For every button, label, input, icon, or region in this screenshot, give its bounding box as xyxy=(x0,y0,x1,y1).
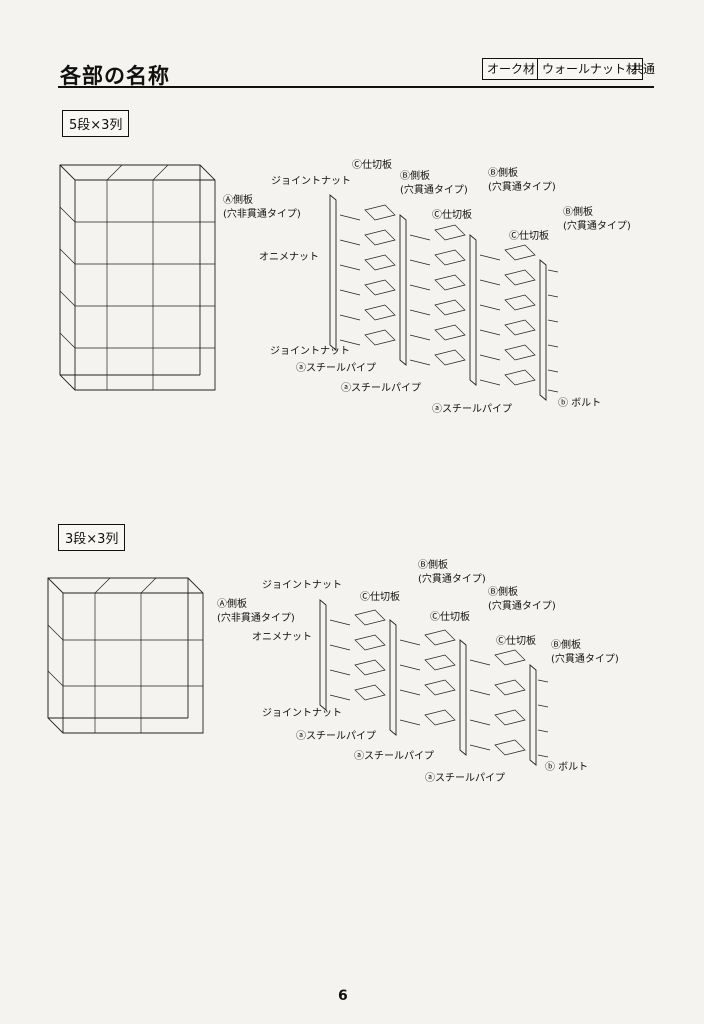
exploded-shelf-3x3-illustration xyxy=(319,599,549,766)
label-side-b3-sub-3x3: (穴貫通タイプ) xyxy=(551,654,619,665)
label-side-b2-sub-3x3: (穴貫通タイプ) xyxy=(488,601,556,612)
label-partition-c2: Ⓒ仕切板 xyxy=(432,210,472,221)
label-side-b2: Ⓑ側板 xyxy=(488,168,518,179)
label-partition-c3: Ⓒ仕切板 xyxy=(509,231,549,242)
label-side-b2-sub: (穴貫通タイプ) xyxy=(488,182,556,193)
label-side-b1-3x3: Ⓑ側板 xyxy=(418,560,448,571)
label-joint-nut-bottom-3x3: ジョイントナット xyxy=(262,708,342,719)
label-side-b1-sub-3x3: (穴貫通タイプ) xyxy=(418,574,486,585)
label-steel-pipe-2-3x3: ⓐスチールパイプ xyxy=(354,751,434,762)
label-partition-c3-3x3: Ⓒ仕切板 xyxy=(496,636,536,647)
material-common-note: 共通 xyxy=(631,62,656,76)
label-steel-pipe-2: ⓐスチールパイプ xyxy=(341,383,421,394)
assembled-shelf-5x3-illustration xyxy=(59,164,216,391)
label-side-a-sub-3x3: (穴非貫通タイプ) xyxy=(217,613,295,624)
label-partition-c1: Ⓒ仕切板 xyxy=(352,160,392,171)
title-rule xyxy=(58,86,654,88)
label-side-a: Ⓐ側板 xyxy=(223,195,253,206)
label-onime-nut: オニメナット xyxy=(259,252,319,263)
label-side-b3: Ⓑ側板 xyxy=(563,207,593,218)
label-steel-pipe-1-3x3: ⓐスチールパイプ xyxy=(296,731,376,742)
label-joint-nut-bottom: ジョイントナット xyxy=(270,346,350,357)
label-joint-nut-top: ジョイントナット xyxy=(271,176,351,187)
label-side-b3-3x3: Ⓑ側板 xyxy=(551,640,581,651)
label-joint-nut-top-3x3: ジョイントナット xyxy=(262,580,342,591)
label-steel-pipe-3: ⓐスチールパイプ xyxy=(432,404,512,415)
material-tag-walnut: ウォールナット材 xyxy=(537,58,644,80)
label-bolt: ⓑ ボルト xyxy=(558,398,602,409)
section-heading-3x3: 3段×3列 xyxy=(58,524,126,551)
material-tag-oak: オーク材 xyxy=(482,58,541,80)
label-partition-c1-3x3: Ⓒ仕切板 xyxy=(360,592,400,603)
label-side-b1-sub: (穴貫通タイプ) xyxy=(400,185,468,196)
label-steel-pipe-1: ⓐスチールパイプ xyxy=(296,363,376,374)
label-side-b1: Ⓑ側板 xyxy=(400,171,430,182)
label-bolt-3x3: ⓑ ボルト xyxy=(545,762,589,773)
assembled-shelf-3x3-illustration xyxy=(47,577,204,734)
section-heading-5x3: 5段×3列 xyxy=(62,110,130,137)
label-side-a-3x3: Ⓐ側板 xyxy=(217,599,247,610)
label-side-b3-sub: (穴貫通タイプ) xyxy=(563,221,631,232)
page-number: 6 xyxy=(338,988,348,1004)
page-title: 各部の名称 xyxy=(60,64,170,88)
label-side-b2-3x3: Ⓑ側板 xyxy=(488,587,518,598)
label-steel-pipe-3-3x3: ⓐスチールパイプ xyxy=(425,773,505,784)
label-onime-nut-3x3: オニメナット xyxy=(252,632,312,643)
exploded-shelf-5x3-illustration xyxy=(329,194,559,401)
label-side-a-sub: (穴非貫通タイプ) xyxy=(223,209,301,220)
label-partition-c2-3x3: Ⓒ仕切板 xyxy=(430,612,470,623)
